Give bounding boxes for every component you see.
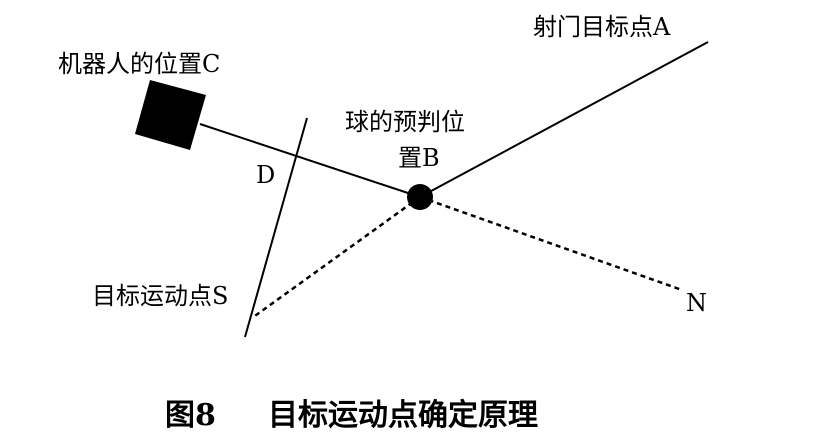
dashed-line-ball-to-s — [251, 195, 421, 320]
label-target-motion-point-s: 目标运动点S — [92, 282, 228, 310]
dashed-line-ball-to-n — [419, 195, 683, 292]
line-through-d — [244, 117, 308, 338]
label-point-n: N — [686, 289, 707, 317]
line-robot-to-ball — [199, 123, 421, 198]
line-ball-to-goal — [419, 41, 709, 198]
label-ball-prediction-line2: 置B — [398, 144, 440, 172]
label-point-d: D — [256, 161, 275, 189]
label-robot-position-c: 机器人的位置C — [58, 50, 220, 78]
robot-square — [135, 80, 206, 150]
figure-number: 图8 — [165, 398, 216, 433]
label-goal-target-a: 射门目标点A — [533, 13, 671, 41]
label-ball-prediction-line1: 球的预判位 — [345, 108, 465, 136]
figure-title: 目标运动点确定原理 — [268, 398, 538, 433]
ball-dot — [407, 184, 433, 210]
